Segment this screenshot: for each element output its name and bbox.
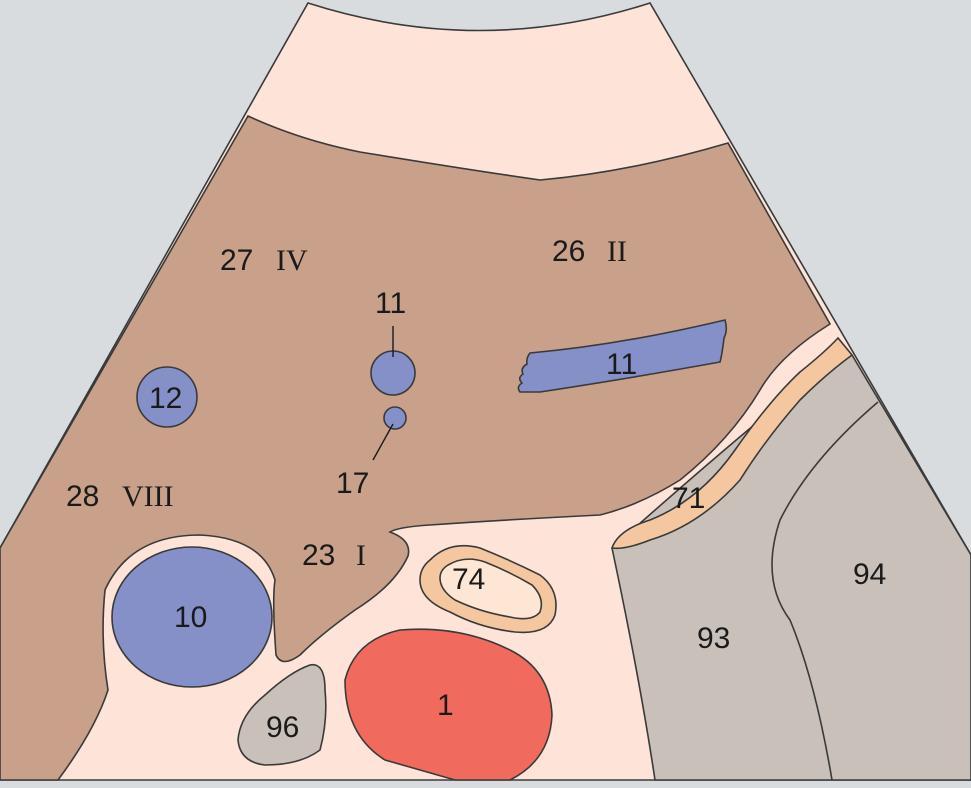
vein-11-round	[370, 350, 416, 396]
vessel-12	[136, 366, 198, 428]
label-11-long: 11	[606, 348, 637, 381]
label-ii: II	[607, 235, 627, 268]
structure-74	[439, 558, 543, 620]
label-23: 23	[302, 539, 335, 572]
label-94: 94	[853, 558, 886, 591]
label-10: 10	[174, 601, 207, 634]
structure-96	[237, 663, 327, 766]
label-26: 26	[552, 235, 585, 268]
liver	[0, 114, 832, 781]
label-iv: IV	[276, 244, 308, 277]
organ-94-border	[771, 401, 879, 781]
aorta-1	[344, 628, 553, 781]
label-96: 96	[266, 711, 299, 744]
label-12: 12	[149, 382, 182, 415]
label-i: I	[356, 539, 366, 572]
label-17: 17	[336, 467, 369, 500]
label-71: 71	[672, 482, 705, 515]
label-1: 1	[437, 689, 454, 722]
label-74: 74	[452, 563, 485, 596]
vessel-17	[383, 406, 407, 430]
label-27: 27	[220, 244, 253, 277]
label-11-top: 11	[375, 287, 406, 320]
leader-line-17	[372, 423, 394, 461]
ivc-10	[111, 546, 273, 688]
label-28: 28	[66, 480, 99, 513]
label-viii: VIII	[122, 480, 174, 513]
vein-11-long	[517, 319, 728, 393]
band-71	[610, 336, 854, 550]
label-93: 93	[697, 622, 730, 655]
